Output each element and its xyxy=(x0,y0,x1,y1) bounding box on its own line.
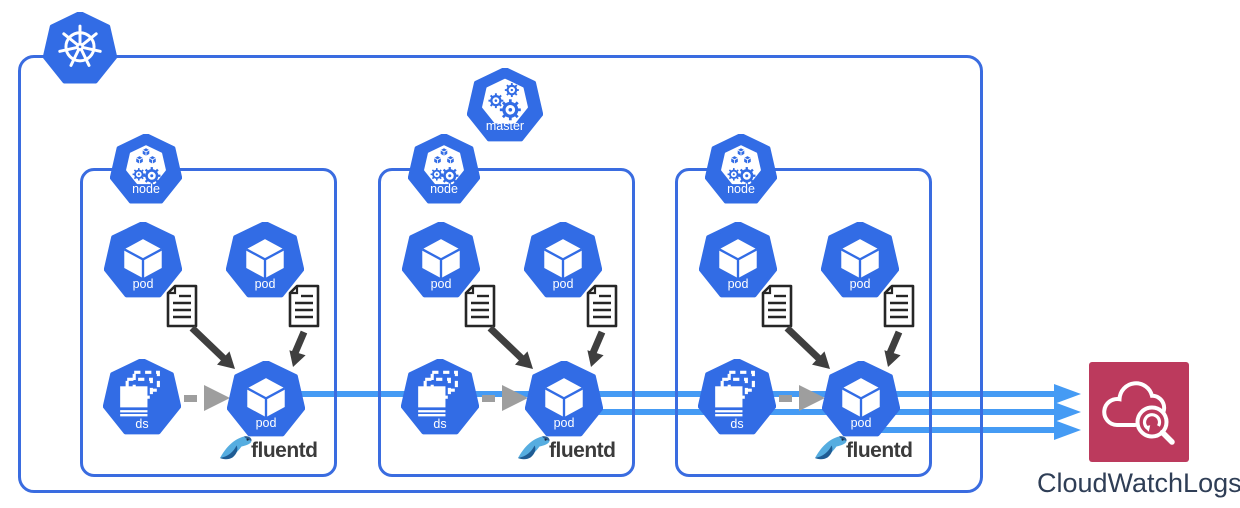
node-icon: node xyxy=(408,134,480,206)
daemonset-icon: ds xyxy=(401,359,479,437)
node-boundary xyxy=(80,168,337,477)
ds-to-pod-arrowhead xyxy=(502,385,528,411)
pod-label: pod xyxy=(552,277,574,292)
node-label: node xyxy=(132,181,160,196)
daemonset-label: ds xyxy=(730,417,744,432)
daemonset-label: ds xyxy=(135,417,149,432)
pod-label: pod xyxy=(254,277,276,292)
ds-to-pod-arrowhead xyxy=(799,385,825,411)
node-icon: node xyxy=(705,134,777,206)
pod-label: pod xyxy=(132,277,154,292)
pod-label: pod xyxy=(727,277,749,292)
fluentd-bird-icon xyxy=(517,430,551,462)
pod-icon: pod xyxy=(524,222,602,300)
fluentd-label: fluentd xyxy=(846,439,913,462)
fluentd-logo: fluentd xyxy=(814,430,913,462)
flow-line-node1 xyxy=(250,391,1056,397)
pod-label: pod xyxy=(850,416,872,431)
node-box-1: node pod pod ds pod fluentd xyxy=(80,168,337,477)
kubernetes-helm-icon xyxy=(43,12,117,86)
node-boundary xyxy=(378,168,635,477)
fluentd-pod-icon: pod xyxy=(822,361,900,439)
flow-arrowhead-1 xyxy=(1054,384,1081,404)
fluentd-logo: fluentd xyxy=(219,430,318,462)
ds-to-pod-dashed-arrow xyxy=(184,395,197,402)
daemonset-icon: ds xyxy=(698,359,776,437)
daemonset-icon: ds xyxy=(103,359,181,437)
flow-arrowhead-2 xyxy=(1054,402,1081,422)
node-boundary xyxy=(675,168,932,477)
pod-icon: pod xyxy=(699,222,777,300)
fluentd-bird-icon xyxy=(219,430,253,462)
pod-icon: pod xyxy=(226,222,304,300)
pod-icon: pod xyxy=(104,222,182,300)
ds-to-pod-dashed-arrow xyxy=(779,395,792,402)
pod-icon: pod xyxy=(821,222,899,300)
node-label: node xyxy=(430,181,458,196)
flow-line-node2 xyxy=(558,409,1056,415)
fluentd-label: fluentd xyxy=(251,439,318,462)
ds-to-pod-dashed-arrow xyxy=(482,395,495,402)
master-icon: master xyxy=(467,68,543,144)
daemonset-label: ds xyxy=(433,417,447,432)
node-icon: node xyxy=(110,134,182,206)
flow-line-node3 xyxy=(855,427,1056,433)
cloudwatch-logs-label: CloudWatchLogs xyxy=(1037,468,1240,498)
fluentd-bird-icon xyxy=(814,430,848,462)
fluentd-label: fluentd xyxy=(549,439,616,462)
node-box-2: node pod pod ds pod fluentd xyxy=(378,168,635,477)
cloudwatch-logs-icon xyxy=(1089,362,1189,462)
node-label: node xyxy=(727,181,755,196)
pod-label: pod xyxy=(255,416,277,431)
pod-label: pod xyxy=(553,416,575,431)
pod-icon: pod xyxy=(402,222,480,300)
fluentd-pod-icon: pod xyxy=(227,361,305,439)
pod-label: pod xyxy=(430,277,452,292)
flow-arrowhead-3 xyxy=(1054,420,1081,440)
pod-label: pod xyxy=(849,277,871,292)
fluentd-pod-icon: pod xyxy=(525,361,603,439)
ds-to-pod-arrowhead xyxy=(204,385,230,411)
cluster-boundary xyxy=(18,55,983,493)
fluentd-logo: fluentd xyxy=(517,430,616,462)
master-label: master xyxy=(485,118,525,133)
node-box-3: node pod pod ds pod fluentd xyxy=(675,168,932,477)
